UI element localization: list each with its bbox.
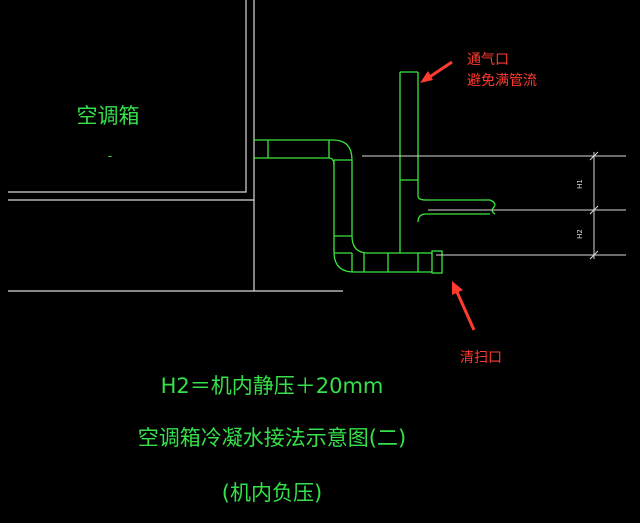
title-line1: H2＝机内静压＋20mm — [161, 374, 384, 398]
vent-note-line2: 避免满管流 — [467, 73, 537, 89]
title-line3: (机内负压) — [222, 481, 322, 505]
drain-pipe — [254, 71, 496, 274]
vent-arrow — [420, 60, 453, 83]
dimension-label-h2: H2 — [576, 229, 584, 239]
air-handler-label: 空调箱 — [77, 104, 140, 128]
title-line2: 空调箱冷凝水接法示意图(二) — [138, 426, 406, 450]
dimension-lines — [362, 151, 626, 260]
dimension-label-h1: H1 — [576, 179, 584, 189]
air-handler-outline — [8, 0, 343, 292]
cleanout-arrow — [452, 281, 476, 331]
air-handler-mark: - — [108, 149, 112, 163]
vent-note-line1: 通气口 — [467, 52, 509, 68]
cleanout-note: 清扫口 — [460, 350, 502, 366]
